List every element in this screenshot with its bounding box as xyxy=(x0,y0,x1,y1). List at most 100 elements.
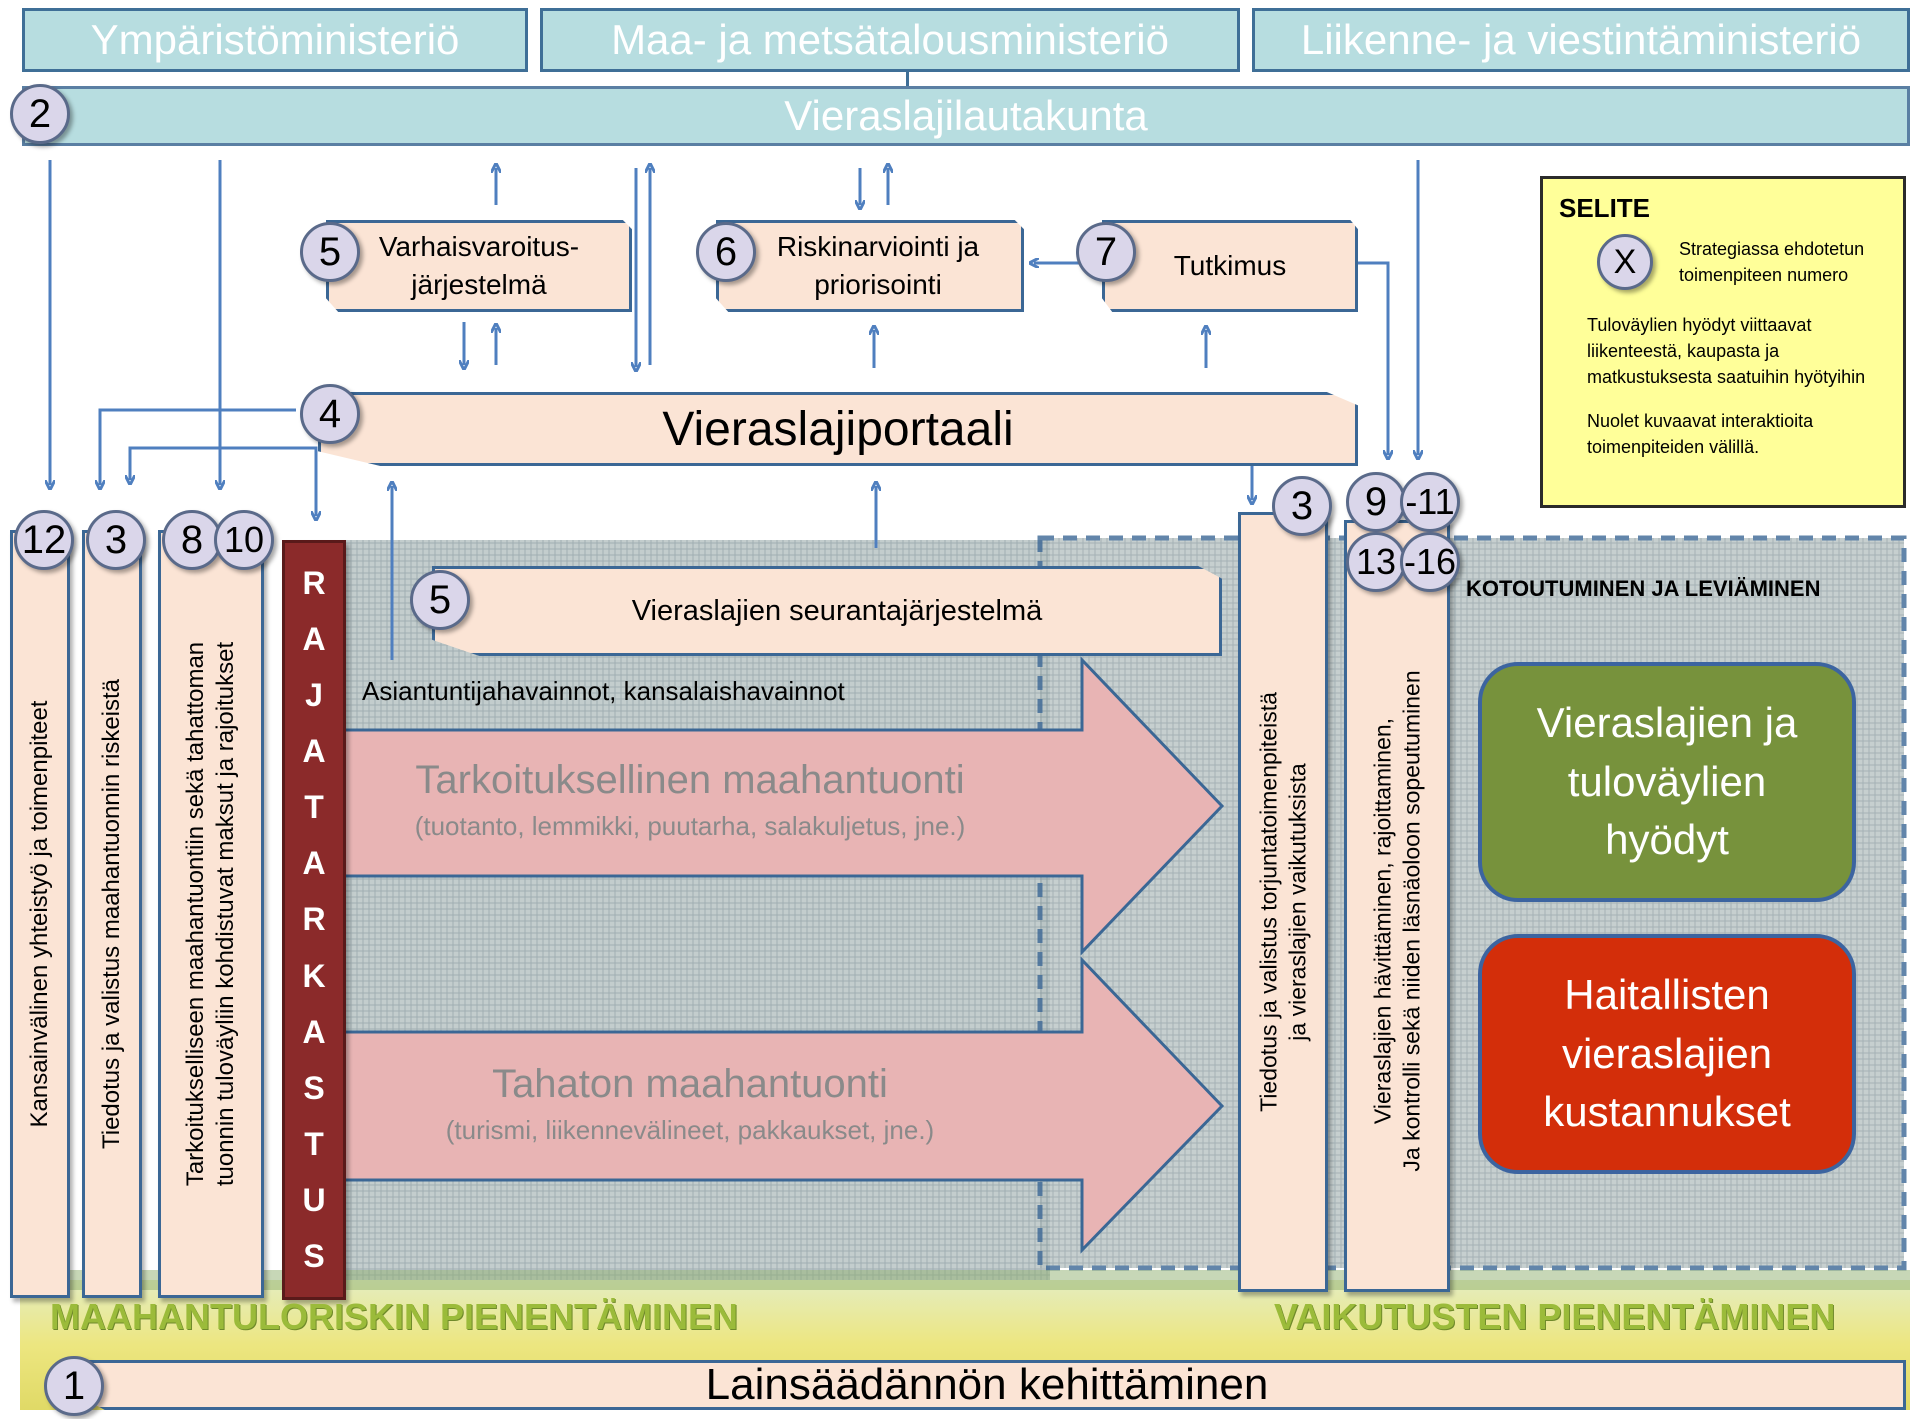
legend-note1a: Tuloväylien hyödyt viittaavat xyxy=(1587,315,1812,335)
number-circle: 13 xyxy=(1346,532,1406,592)
legend-note1c: matkustuksesta saatuihin hyötyihin xyxy=(1587,367,1866,388)
circle-number: 1 xyxy=(62,1363,86,1408)
benefits-line3: hyödyt xyxy=(1605,816,1729,864)
legend-symbol-circle: X xyxy=(1597,234,1653,290)
border-letter: T xyxy=(304,789,324,826)
early-warning-line1: Varhaisvaroitus- xyxy=(378,231,580,263)
border-letter: K xyxy=(302,957,326,994)
number-circle: 5 xyxy=(410,570,470,630)
ministry-environment: Ympäristöministeriö xyxy=(22,8,528,72)
number-circle: 8 xyxy=(162,510,222,570)
portal-box: Vieraslajiportaali xyxy=(318,392,1358,466)
border-letter: S xyxy=(303,1238,325,1275)
number-circle: 12 xyxy=(14,510,74,570)
column-info-control-line1: Tiedotus ja valistus torjuntatoimenpitei… xyxy=(1255,692,1282,1112)
border-control-column: R A J A T A R K A S T U S xyxy=(282,540,346,1300)
circle-number: 10 xyxy=(223,519,265,560)
column-fees-restrictions: Tarkoitukselliseen maahantuontiin sekä t… xyxy=(158,530,264,1298)
number-circle: -16 xyxy=(1400,532,1460,592)
column-info-risks: Tiedotus ja valistus maahantuonnin riske… xyxy=(82,530,142,1298)
ministry-agriculture-label: Maa- ja metsätalousministeriö xyxy=(611,16,1169,63)
circle-number: 3 xyxy=(1290,483,1314,528)
unintentional-text: Tahaton maahantuonti (turismi, liikennev… xyxy=(340,1062,1040,1146)
column-info-risks-text: Tiedotus ja valistus maahantuonnin riske… xyxy=(98,678,125,1150)
border-letter: R xyxy=(302,901,326,938)
intentional-title: Tarkoituksellinen maahantuonti xyxy=(415,758,965,802)
legend-title: SELITE xyxy=(1559,193,1651,223)
legend-symbol-desc2: toimenpiteen numero xyxy=(1679,265,1849,285)
benefits-line2: tuloväylien xyxy=(1567,757,1767,805)
research-label: Tutkimus xyxy=(1173,250,1287,281)
establishment-label: KOTOUTUMINEN JA LEVIÄMINEN xyxy=(1466,576,1821,601)
circle-number: 12 xyxy=(21,517,67,562)
law-label: Lainsäädännön kehittäminen xyxy=(705,1360,1269,1409)
number-circle: 5 xyxy=(300,222,360,282)
border-letter: A xyxy=(302,620,326,657)
circle-number: 6 xyxy=(714,229,738,274)
border-letter: T xyxy=(304,1125,324,1162)
legend-note2a: Nuolet kuvaavat interaktioita xyxy=(1587,411,1814,432)
left-bottom-label: MAAHANTULORISKIN PIENENTÄMINEN xyxy=(50,1296,738,1337)
unintentional-title: Tahaton maahantuonti xyxy=(492,1062,888,1106)
intentional-sub: (tuotanto, lemmikki, puutarha, salakulje… xyxy=(414,811,966,841)
column-eradication: Vieraslajien hävittäminen, rajoittaminen… xyxy=(1344,520,1450,1292)
legend-symbol: X xyxy=(1613,242,1637,281)
number-circle: 1 xyxy=(44,1356,104,1416)
observations-text: Asiantuntijahavainnot, kansalaishavainno… xyxy=(362,676,845,706)
unintentional-arrow xyxy=(338,956,1225,1254)
circle-number: 5 xyxy=(428,577,452,622)
legend-note1b: liikenteestä, kaupasta ja xyxy=(1587,341,1780,362)
column-fees-line1: Tarkoitukselliseen maahantuontiin sekä t… xyxy=(182,641,209,1187)
number-circle: 2 xyxy=(10,84,70,144)
column-international-text: Kansainvälinen yhteistyö ja toimenpiteet xyxy=(26,700,53,1128)
circle-number: 8 xyxy=(180,517,204,562)
legend-box: SELITE X Strategiassa ehdotetun toimenpit… xyxy=(1540,176,1906,508)
benefits-box: Vieraslajien ja tuloväylien hyödyt xyxy=(1478,662,1856,902)
circle-number: 3 xyxy=(104,517,128,562)
ministry-connector xyxy=(906,72,909,86)
committee-label: Vieraslajilautakunta xyxy=(784,92,1148,139)
circle-number: 13 xyxy=(1355,541,1397,582)
right-bottom-label: VAIKUTUSTEN PIENENTÄMINEN xyxy=(1274,1296,1836,1337)
costs-line3: kustannukset xyxy=(1543,1088,1791,1136)
research-box: Tutkimus xyxy=(1102,220,1358,312)
law-bar: Lainsäädännön kehittäminen xyxy=(68,1360,1906,1410)
number-circle: 3 xyxy=(1272,476,1332,536)
number-circle: 7 xyxy=(1076,222,1136,282)
risk-line1: Riskinarviointi ja xyxy=(776,231,980,263)
border-letter: A xyxy=(302,845,326,882)
border-letter: R xyxy=(302,564,326,601)
ministry-transport: Liikenne- ja viestintäministeriö xyxy=(1252,8,1910,72)
risk-line2: priorisointi xyxy=(814,269,942,300)
costs-line2: vieraslajien xyxy=(1561,1029,1773,1077)
circle-number: 7 xyxy=(1094,229,1118,274)
column-fees-line2: tuonnin tuloväyliin kohdistuvat maksut j… xyxy=(212,641,239,1187)
early-warning-box: Varhaisvaroitus-järjestelmä xyxy=(326,220,632,312)
benefits-line1: Vieraslajien ja xyxy=(1536,698,1798,746)
portal-label: Vieraslajiportaali xyxy=(662,402,1014,456)
border-letter: U xyxy=(302,1182,326,1219)
ministry-environment-label: Ympäristöministeriö xyxy=(90,16,460,63)
number-circle: 3 xyxy=(86,510,146,570)
intentional-arrow xyxy=(338,656,1225,956)
column-info-control-line2: ja vieraslajien vaikutuksista xyxy=(1284,763,1310,1041)
column-international: Kansainvälinen yhteistyö ja toimenpiteet xyxy=(10,530,70,1298)
number-circle: 4 xyxy=(300,384,360,444)
circle-number: 4 xyxy=(318,391,342,436)
circle-number: -11 xyxy=(1405,481,1455,522)
border-letter: A xyxy=(302,732,326,769)
border-letter: J xyxy=(305,676,323,713)
early-warning-line2: järjestelmä xyxy=(411,269,547,300)
number-circle: 9 xyxy=(1346,472,1406,532)
column-eradication-line1: Vieraslajien hävittäminen, rajoittaminen… xyxy=(1369,718,1396,1125)
number-circle: -11 xyxy=(1400,472,1460,532)
legend-symbol-desc1: Strategiassa ehdotetun xyxy=(1679,238,1865,259)
intentional-text: Tarkoituksellinen maahantuonti (tuotanto… xyxy=(340,758,1040,842)
monitoring-box: Vieraslajien seurantajärjestelmä xyxy=(432,566,1222,656)
number-circle: 10 xyxy=(214,510,274,570)
border-letter: S xyxy=(303,1069,325,1106)
column-info-control: Tiedotus ja valistus torjuntatoimenpitei… xyxy=(1238,512,1328,1292)
column-eradication-line2: Ja kontrolli sekä niiden läsnäoloon sope… xyxy=(1398,670,1424,1172)
